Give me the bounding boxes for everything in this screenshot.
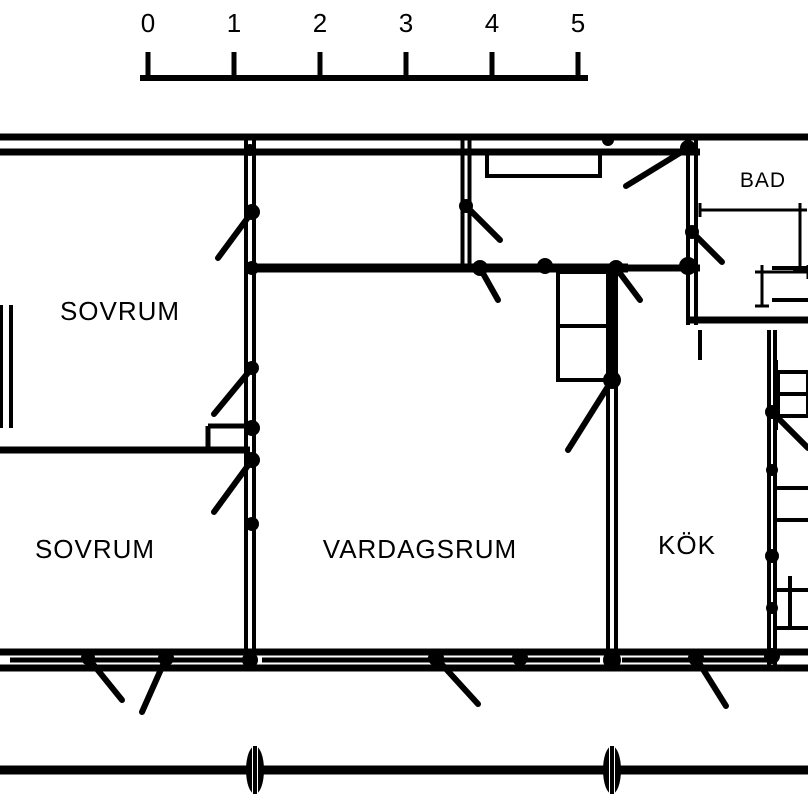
column-markers <box>246 742 621 798</box>
scale-bar: 0 1 2 3 4 5 <box>140 8 588 81</box>
node-bedroom-east-6 <box>245 517 259 531</box>
node-hall-east-1 <box>459 199 473 213</box>
node-bottom-5 <box>512 650 528 666</box>
node-bottom-7 <box>688 650 704 666</box>
node-bedroom-east-2 <box>245 261 259 275</box>
room-label-vardagsrum: VARDAGSRUM <box>323 534 517 564</box>
door-threshold-bedroom <box>205 423 250 448</box>
node-east-wall-1-leader <box>769 409 808 451</box>
column-marker-left-core <box>253 746 257 794</box>
fixture-east-a <box>776 370 808 396</box>
node-kok-wall-top <box>603 371 621 389</box>
room-labels: SOVRUM SOVRUM VARDAGSRUM KÖK BAD <box>35 169 786 564</box>
dimension-lines <box>698 203 808 308</box>
walls-horizontal <box>0 133 808 775</box>
scale-label-3: 3 <box>399 8 413 38</box>
cabinet-upper <box>556 270 614 328</box>
column-marker-right-core <box>610 746 614 794</box>
node-bottom-1-leader <box>85 655 125 703</box>
node-cabinet-right <box>608 260 624 276</box>
closet-top-rect <box>485 150 602 178</box>
east-fitting-details <box>698 266 808 630</box>
leader-lines <box>85 145 808 715</box>
cabinet-lower <box>556 324 614 382</box>
scale-label-5: 5 <box>571 8 585 38</box>
node-bedroom-east-5-leader <box>211 457 255 515</box>
node-bottom-2-leader <box>139 655 169 715</box>
fixture-east-b <box>776 392 808 418</box>
node-bedroom-east-5 <box>244 452 260 468</box>
room-label-sovrum-lower: SOVRUM <box>35 534 155 564</box>
room-label-bad: BAD <box>740 169 786 192</box>
node-bottom-7-leader <box>693 655 729 709</box>
node-kok-wall-top-leader <box>565 377 615 453</box>
annotation-nodes <box>81 134 780 669</box>
scale-bar-ticks <box>145 52 581 78</box>
node-east-wall-1 <box>765 405 779 419</box>
node-bottom-6 <box>603 651 621 669</box>
node-top-right-2-leader <box>623 145 691 189</box>
walls-vertical <box>0 137 777 668</box>
node-bad-west-1 <box>685 225 699 239</box>
node-bottom-2 <box>158 650 174 666</box>
scale-bar-numbers: 0 1 2 3 4 5 <box>141 8 585 38</box>
node-wall-top-left <box>244 144 256 156</box>
node-east-wall-3 <box>765 549 779 563</box>
node-bedroom-east-3 <box>245 361 259 375</box>
node-cabinet-top <box>537 258 553 274</box>
node-bottom-1 <box>81 651 95 665</box>
node-east-wall-2 <box>766 464 778 476</box>
room-label-sovrum-upper: SOVRUM <box>60 296 180 326</box>
scale-label-1: 1 <box>227 8 241 38</box>
node-bottom-4 <box>428 650 444 666</box>
node-bottom-8 <box>764 648 780 664</box>
node-east-wall-4 <box>766 602 778 614</box>
node-bedroom-east-4 <box>244 420 260 436</box>
node-bottom-4-leader <box>433 655 481 707</box>
node-bedroom-east-1-leader <box>215 209 255 261</box>
node-top-right-2 <box>680 140 696 156</box>
node-top-right-1 <box>602 134 614 146</box>
node-bad-west-2 <box>679 257 697 275</box>
scale-label-4: 4 <box>485 8 499 38</box>
node-bedroom-east-3-leader <box>211 365 255 417</box>
node-hall-east-2 <box>472 260 488 276</box>
node-bottom-3 <box>242 652 258 668</box>
scale-label-0: 0 <box>141 8 155 38</box>
room-label-kok: KÖK <box>658 530 716 560</box>
scale-label-2: 2 <box>313 8 327 38</box>
node-bedroom-east-1 <box>244 204 260 220</box>
node-hall-east-1-leader <box>463 203 503 243</box>
node-bad-west-1-leader <box>689 229 725 265</box>
